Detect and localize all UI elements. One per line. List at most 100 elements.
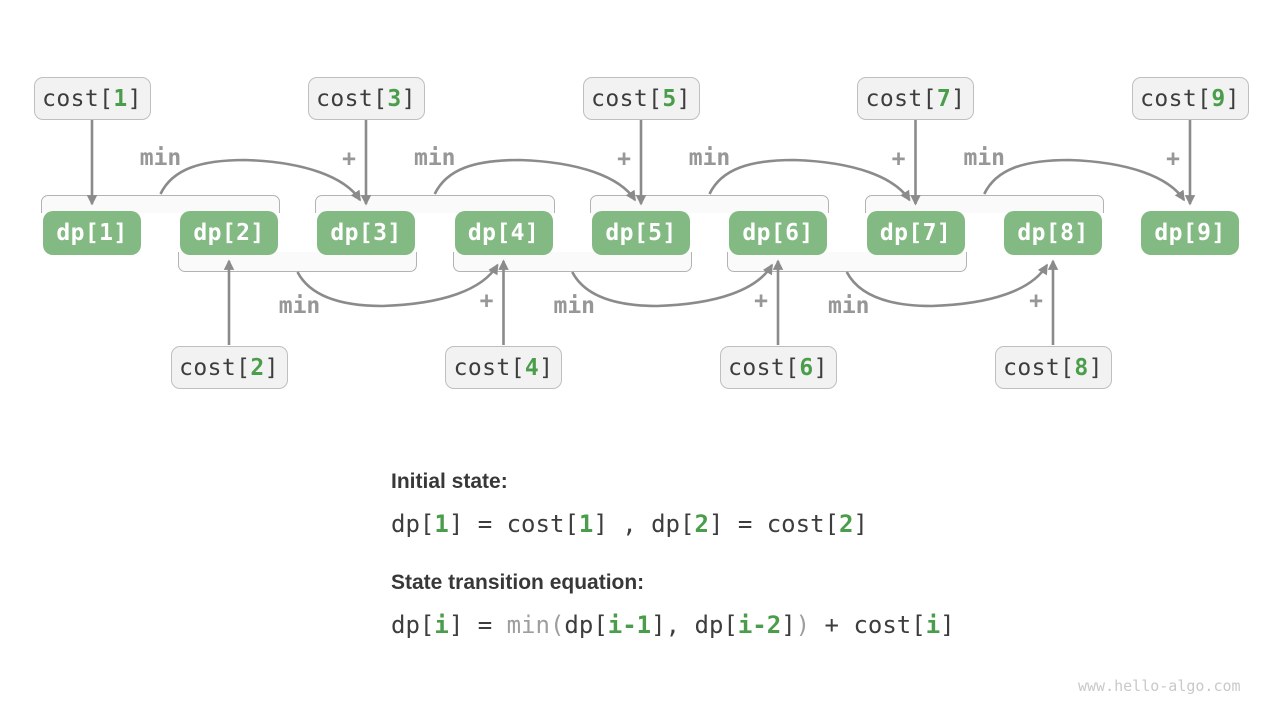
formula-token: 1 [113, 85, 128, 112]
initial-state-title: Initial state: [391, 470, 508, 493]
formula-token: 9 [1211, 85, 1226, 112]
min-curve-top-to-dp-3 [159, 158, 362, 202]
group-bracket-bottom-4-5 [452, 252, 692, 272]
formula-token: cost[ [42, 85, 114, 112]
min-label-top-7: min [688, 145, 731, 171]
plus-label-top-5: + [617, 146, 631, 172]
formula-token: ] [951, 85, 966, 112]
min-curve-bottom-to-dp-4 [296, 263, 499, 308]
cost-box-4: cost[4] [445, 346, 562, 389]
formula-token: ( [549, 611, 565, 639]
formula-token: ] [401, 85, 416, 112]
formula-token: ] = [448, 611, 507, 639]
formula-token: ], dp[ [651, 611, 738, 639]
formula-token: cost[ [453, 354, 525, 381]
formula-token: 1 [578, 510, 594, 538]
watermark-text: www.hello-algo.com [1078, 677, 1241, 695]
dp-box-5: dp[5] [592, 211, 690, 255]
formula-token: + cost[ [810, 611, 926, 639]
dp-box-4: dp[4] [454, 211, 553, 255]
formula-token: 5 [662, 85, 677, 112]
formula-token: 4 [524, 354, 540, 381]
formula-token: ] , dp[ [593, 510, 695, 538]
min-label-top-3: min [139, 145, 182, 171]
formula-token: ] [676, 85, 691, 112]
formula-token: dp[ [391, 510, 435, 538]
cost-box-6: cost[6] [719, 346, 837, 389]
formula-token: cost[ [1003, 354, 1075, 381]
cost-box-7: cost[7] [857, 77, 974, 120]
formula-token: ] [853, 510, 868, 538]
group-bracket-top-1-2 [41, 195, 280, 213]
formula-token: 2 [838, 510, 854, 538]
cost-box-2: cost[2] [170, 346, 288, 389]
initial-state-formula: dp[1] = cost[1] , dp[2] = cost[2] [391, 510, 868, 538]
formula-token: 3 [387, 85, 402, 112]
min-curve-bottom-to-dp-8 [845, 263, 1049, 308]
formula-token: cost[ [591, 85, 663, 112]
cost-box-1: cost[1] [33, 77, 151, 120]
min-label-top-9: min [963, 145, 1006, 171]
plus-label-bottom-6: + [754, 288, 768, 314]
group-bracket-bottom-2-3 [178, 252, 417, 272]
dp-box-6: dp[6] [729, 211, 827, 255]
formula-token: 8 [1074, 354, 1089, 381]
cost-box-3: cost[3] [307, 77, 425, 120]
plus-label-bottom-8: + [1029, 288, 1043, 314]
formula-token: dp[ [564, 611, 608, 639]
formula-token: ] [781, 611, 796, 639]
formula-token: ] [1225, 85, 1240, 112]
dp-box-9: dp[9] [1141, 211, 1239, 255]
formula-token: ] [1088, 354, 1103, 381]
min-label-bottom-6: min [553, 293, 596, 319]
cost-box-9: cost[9] [1131, 77, 1249, 120]
formula-token: min [506, 611, 550, 639]
formula-token: ] = cost[ [708, 510, 839, 538]
dp-box-8: dp[8] [1004, 211, 1102, 255]
dp-box-2: dp[2] [180, 211, 278, 255]
formula-token: ] [264, 354, 279, 381]
formula-token: 2 [694, 510, 709, 538]
formula-token: cost[ [179, 354, 251, 381]
formula-token: cost[ [865, 85, 937, 112]
formula-token: 7 [936, 85, 952, 112]
min-curve-top-to-dp-7 [708, 158, 911, 202]
min-curve-top-to-dp-5 [433, 158, 637, 202]
formula-token: cost[ [728, 354, 800, 381]
group-bracket-top-7-8 [864, 195, 1104, 213]
formula-token: cost[ [1140, 85, 1212, 112]
formula-token: i [925, 611, 941, 639]
dp-box-7: dp[7] [866, 211, 965, 255]
min-label-bottom-4: min [278, 293, 321, 319]
group-bracket-bottom-6-7 [727, 252, 967, 272]
formula-token: i [434, 611, 449, 639]
plus-label-bottom-4: + [479, 288, 494, 314]
group-bracket-top-3-4 [315, 195, 555, 213]
formula-token: dp[ [391, 611, 435, 639]
formula-token: 1 [434, 510, 449, 538]
state-transition-formula: dp[i] = min(dp[i-1], dp[i-2]) + cost[i] [391, 611, 955, 639]
min-label-bottom-8: min [827, 293, 870, 319]
dp-box-3: dp[3] [317, 211, 415, 255]
min-label-top-5: min [413, 145, 456, 171]
formula-token: 6 [799, 354, 814, 381]
cost-box-8: cost[8] [994, 346, 1112, 389]
formula-token: i-2 [737, 611, 782, 639]
formula-token: ] [940, 611, 955, 639]
plus-label-top-7: + [891, 146, 906, 172]
min-curve-bottom-to-dp-6 [571, 263, 774, 308]
plus-label-top-9: + [1166, 146, 1180, 172]
formula-token: 2 [250, 354, 265, 381]
formula-token: ] [127, 85, 142, 112]
plus-label-top-3: + [342, 146, 356, 172]
formula-token: i-1 [607, 611, 652, 639]
formula-token: cost[ [316, 85, 388, 112]
min-curve-top-to-dp-9 [983, 158, 1186, 202]
dp-box-1: dp[1] [43, 211, 141, 255]
formula-token: ] [813, 354, 828, 381]
formula-token: ] = cost[ [448, 510, 579, 538]
formula-token: ) [795, 611, 811, 639]
cost-box-5: cost[5] [582, 77, 700, 120]
